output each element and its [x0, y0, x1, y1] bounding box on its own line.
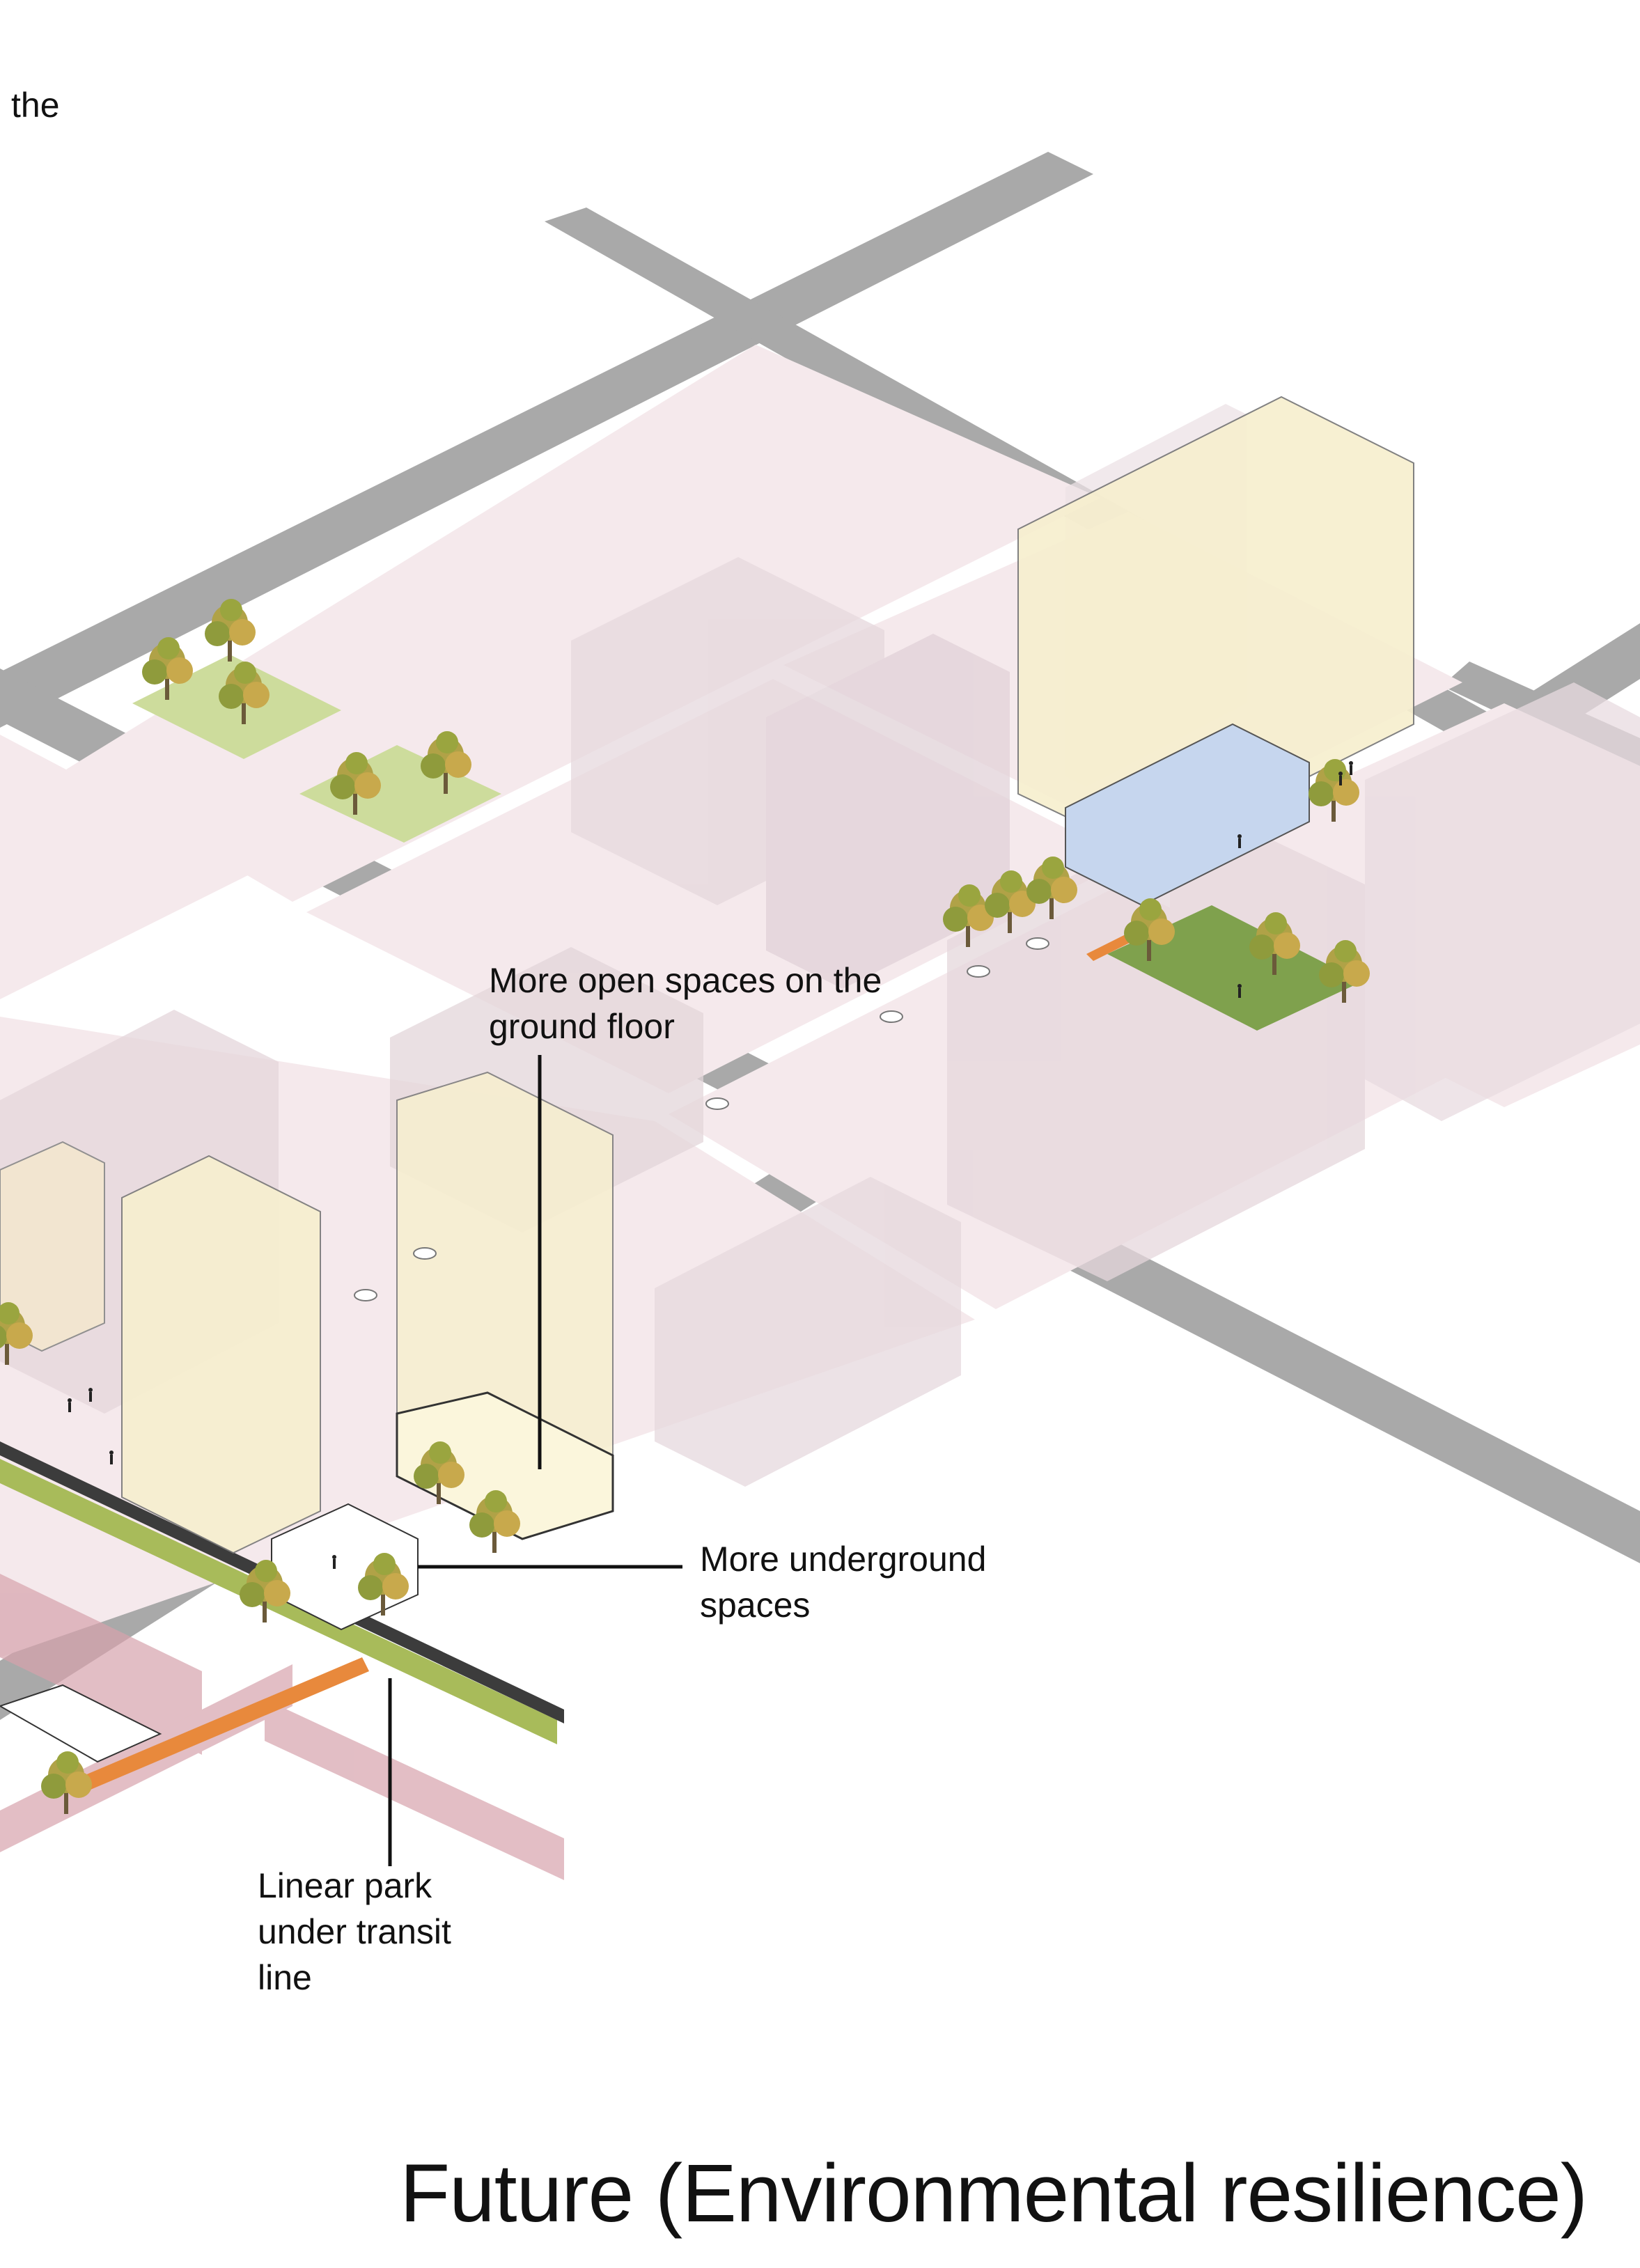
block-north — [66, 345, 1100, 902]
annotation-linear-park: Linear park under transit line — [258, 1866, 451, 1997]
annotation-open-spaces: More open spaces on the ground floor — [489, 961, 882, 1046]
new-tower-east — [1017, 396, 1414, 858]
orange-paths — [84, 933, 1135, 1790]
building-south-row — [655, 1177, 961, 1487]
new-ground-floor-central — [396, 1391, 614, 1540]
new-tower-east-basement — [1065, 723, 1310, 907]
building-block-north-2 — [766, 634, 1010, 989]
orange-path-south — [84, 1657, 369, 1790]
new-building-far-west — [0, 1141, 105, 1352]
annotation-underground-spaces: More underground spaces — [700, 1540, 987, 1625]
new-tower-west — [121, 1155, 321, 1554]
sunken-plaza-southwest — [0, 1684, 162, 1763]
car-icon — [705, 1097, 729, 1110]
block-west — [0, 735, 258, 999]
orange-path-east — [1086, 933, 1135, 961]
new-buildings — [0, 396, 1414, 1763]
annotation-leaders — [388, 1055, 682, 1866]
road-north-diagonal — [0, 152, 1093, 728]
tunnel-west — [0, 1574, 202, 1755]
car-icon — [1026, 937, 1049, 950]
car-icon — [354, 1289, 377, 1301]
partial-caption: the — [11, 86, 60, 125]
car-icon — [413, 1247, 437, 1260]
building-far-east-row — [1365, 682, 1640, 1121]
tunnel-south — [265, 1699, 564, 1880]
page-title: Future (Environmental resilience) — [400, 2148, 1588, 2239]
